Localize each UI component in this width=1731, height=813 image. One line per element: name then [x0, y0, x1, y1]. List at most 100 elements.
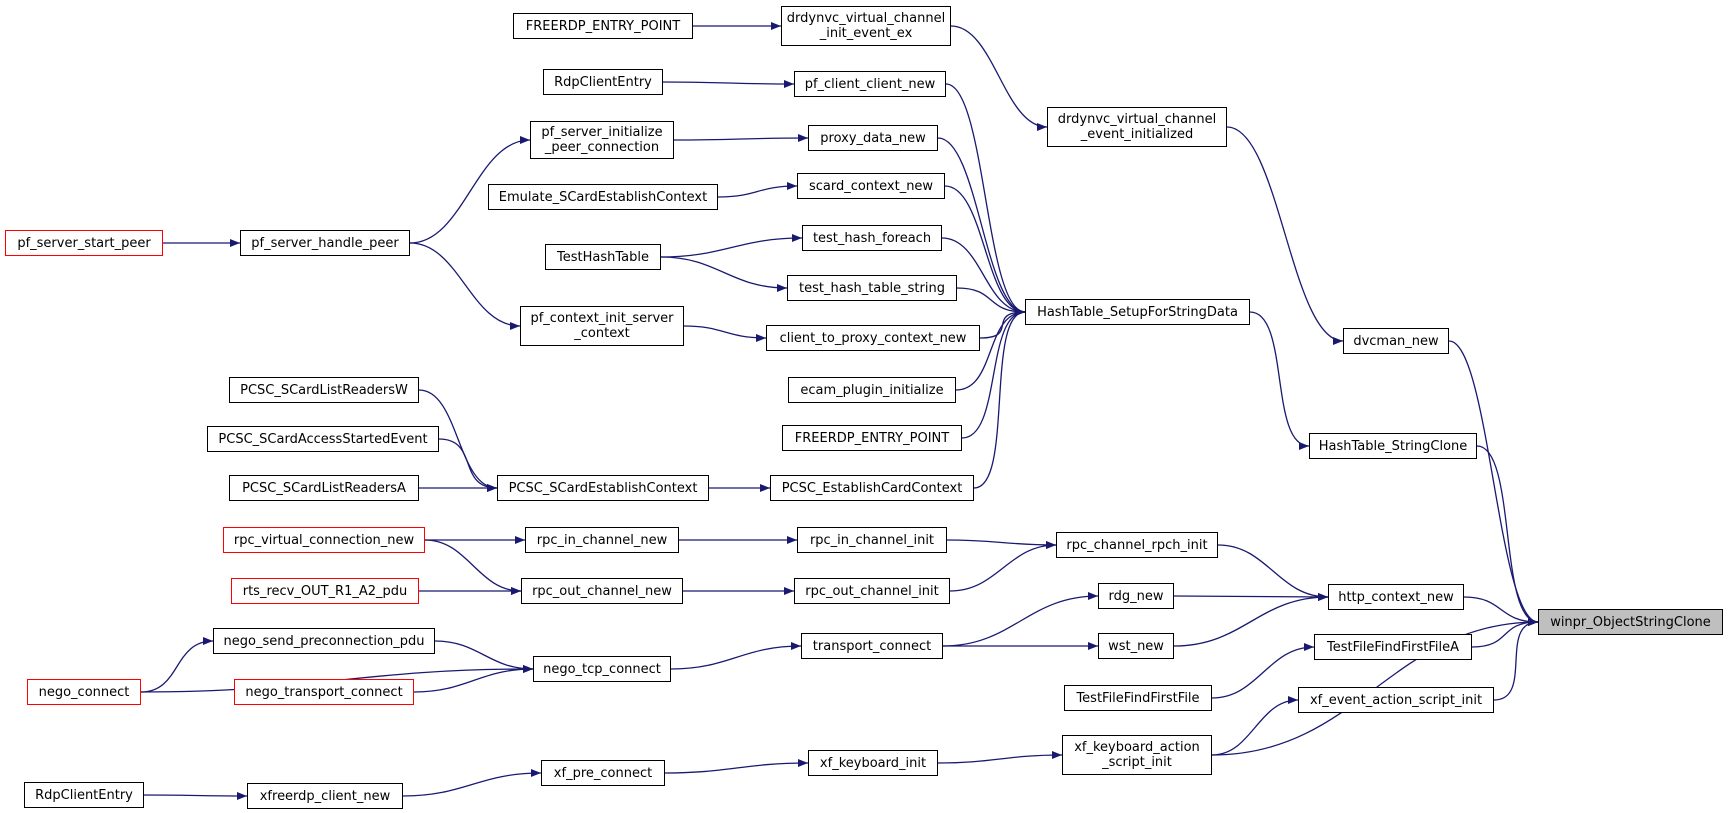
- node-client-to-proxy-context-new[interactable]: client_to_proxy_context_new: [766, 325, 980, 351]
- node-label: dvcman_new: [1353, 333, 1439, 349]
- node-label: winpr_ObjectStringClone: [1550, 614, 1711, 630]
- node-rdg-new[interactable]: rdg_new: [1098, 583, 1174, 609]
- edge-n_rdp2-to-n_xfcn: [143, 791, 248, 800]
- node-rts-recv-out-r1-a2-pdu[interactable]: rts_recv_OUT_R1_A2_pdu: [231, 578, 419, 604]
- node-pf-server-handle-peer[interactable]: pf_server_handle_peer: [240, 230, 410, 256]
- node-label: RdpClientEntry: [554, 74, 652, 90]
- node-label: PCSC_SCardListReadersW: [240, 382, 408, 398]
- node-label: xf_keyboard_action: [1074, 740, 1200, 755]
- edge-n_tc-to-n_rdg: [942, 592, 1099, 647]
- node-nego-tcp-connect[interactable]: nego_tcp_connect: [533, 656, 671, 682]
- node-label: pf_context_init_server: [530, 311, 674, 326]
- node-label: xfreerdp_client_new: [259, 788, 391, 804]
- node-label: rpc_in_channel_init: [809, 532, 935, 548]
- node-label: rpc_channel_rpch_init: [1066, 537, 1208, 553]
- node-rdpcliententry[interactable]: RdpClientEntry: [24, 782, 144, 808]
- edge-n_emu-to-n_scard_cn: [717, 182, 798, 198]
- node-label: HashTable_SetupForStringData: [1037, 304, 1238, 320]
- node-label: _peer_connection: [544, 140, 660, 155]
- edge-n_rpc_ici-to-n_rpc_cri: [946, 539, 1057, 549]
- node-label: test_hash_foreach: [812, 230, 932, 246]
- node-test-hash-table-string[interactable]: test_hash_table_string: [787, 275, 957, 301]
- node-freerdp-entry-point[interactable]: FREERDP_ENTRY_POINT: [513, 13, 693, 39]
- node-label: proxy_data_new: [820, 130, 926, 146]
- node-label: nego_connect: [38, 684, 130, 700]
- edge-n_pcsc_ecc-to-n_htsfsd: [973, 308, 1026, 489]
- node-label: nego_send_preconnection_pdu: [223, 633, 425, 649]
- node-label: _context: [574, 326, 630, 341]
- node-xf-pre-connect[interactable]: xf_pre_connect: [541, 760, 665, 786]
- node-label: HashTable_StringClone: [1318, 438, 1468, 454]
- edge-n_scard_cn-to-n_htsfsd: [944, 185, 1026, 316]
- node-xfreerdp-client-new[interactable]: xfreerdp_client_new: [247, 783, 403, 809]
- node-label: xf_pre_connect: [553, 765, 653, 781]
- node-xf-keyboard-init[interactable]: xf_keyboard_init: [808, 750, 938, 776]
- node-xf-event-action-script-init[interactable]: xf_event_action_script_init: [1298, 687, 1494, 713]
- node-hashtable-stringclone[interactable]: HashTable_StringClone: [1309, 433, 1477, 459]
- node-rpc-in-channel-init[interactable]: rpc_in_channel_init: [797, 527, 947, 553]
- edge-n_nc-to-n_nspp: [140, 637, 214, 693]
- node-pcsc-scardlistreadersa[interactable]: PCSC_SCardListReadersA: [229, 475, 419, 501]
- edge-n_rpc_oci-to-n_rpc_cri: [949, 541, 1057, 592]
- node-label: pf_server_handle_peer: [251, 235, 399, 251]
- node-rpc-in-channel-new[interactable]: rpc_in_channel_new: [525, 527, 679, 553]
- edge-n_nspp-to-n_ntcp: [434, 640, 534, 673]
- node-wst-new[interactable]: wst_new: [1098, 633, 1174, 659]
- edge-n_pcsc_ase-to-n_pcsc_sec: [438, 438, 498, 492]
- node-scard-context-new[interactable]: scard_context_new: [797, 173, 945, 199]
- edge-n_thf-to-n_htsfsd: [941, 237, 1026, 316]
- node-freerdp-entry-point[interactable]: FREERDP_ENTRY_POINT: [782, 425, 962, 451]
- node-drdynvc-virtual-channel-init-event-ex[interactable]: drdynvc_virtual_channel_init_event_ex: [781, 6, 951, 46]
- node-nego-connect[interactable]: nego_connect: [27, 679, 141, 705]
- node-rdpcliententry[interactable]: RdpClientEntry: [543, 69, 663, 95]
- node-pcsc-scardlistreadersw[interactable]: PCSC_SCardListReadersW: [229, 377, 419, 403]
- node-label: xf_keyboard_init: [819, 755, 927, 771]
- edge-n_rdg-to-n_http: [1173, 592, 1329, 601]
- node-label: rts_recv_OUT_R1_A2_pdu: [242, 583, 408, 599]
- node-label: client_to_proxy_context_new: [779, 330, 967, 346]
- node-pf-client-client-new[interactable]: pf_client_client_new: [794, 71, 946, 97]
- node-rpc-out-channel-init[interactable]: rpc_out_channel_init: [794, 578, 950, 604]
- edge-n_drd_evinit-to-n_dvcman: [1226, 126, 1344, 345]
- edge-n_pf_ccn-to-n_htsfsd: [945, 83, 1026, 316]
- node-transport-connect[interactable]: transport_connect: [801, 633, 943, 659]
- edge-n_proxy_dn-to-n_htsfsd: [937, 137, 1026, 316]
- node-label: TestHashTable: [557, 249, 649, 265]
- node-label: TestFileFindFirstFileA: [1327, 639, 1459, 655]
- edge-n_http-to-n_root: [1463, 596, 1539, 626]
- node-label: PCSC_SCardAccessStartedEvent: [218, 431, 428, 447]
- node-testfilefindfirstfile[interactable]: TestFileFindFirstFile: [1064, 685, 1212, 711]
- edge-n_thts-to-n_htsfsd: [956, 287, 1026, 316]
- node-label: PCSC_SCardListReadersA: [242, 480, 406, 496]
- node-pf-context-init-server-context[interactable]: pf_context_init_server_context: [520, 306, 684, 346]
- node-drdynvc-virtual-channel-event-initialized[interactable]: drdynvc_virtual_channel_event_initialize…: [1047, 107, 1227, 147]
- node-label: drdynvc_virtual_channel: [786, 11, 946, 26]
- edge-n_xfki-to-n_xfkasi: [937, 751, 1063, 764]
- node-pf-server-initialize-peer-connection[interactable]: pf_server_initialize_peer_connection: [530, 121, 674, 159]
- node-nego-send-preconnection-pdu[interactable]: nego_send_preconnection_pdu: [213, 628, 435, 654]
- node-proxy-data-new[interactable]: proxy_data_new: [808, 125, 938, 151]
- node-pf-server-start-peer[interactable]: pf_server_start_peer: [5, 230, 163, 256]
- node-emulate-scardestablishcontext[interactable]: Emulate_SCardEstablishContext: [488, 184, 718, 210]
- node-ecam-plugin-initialize[interactable]: ecam_plugin_initialize: [788, 377, 956, 403]
- node-nego-transport-connect[interactable]: nego_transport_connect: [234, 679, 414, 705]
- node-hashtable-setupforstringdata[interactable]: HashTable_SetupForStringData: [1025, 299, 1250, 325]
- node-rpc-channel-rpch-init[interactable]: rpc_channel_rpch_init: [1056, 532, 1218, 558]
- node-dvcman-new[interactable]: dvcman_new: [1343, 328, 1449, 354]
- node-http-context-new[interactable]: http_context_new: [1328, 584, 1464, 610]
- node-pcsc-establishcardcontext[interactable]: PCSC_EstablishCardContext: [770, 475, 974, 501]
- edge-n_htsfsd-to-n_htsc: [1249, 311, 1310, 450]
- edge-n_rpc_cri-to-n_http: [1217, 544, 1329, 601]
- node-rpc-virtual-connection-new[interactable]: rpc_virtual_connection_new: [223, 527, 425, 553]
- node-pcsc-scardaccessstartedevent[interactable]: PCSC_SCardAccessStartedEvent: [207, 426, 439, 452]
- node-pcsc-scardestablishcontext[interactable]: PCSC_SCardEstablishContext: [497, 475, 709, 501]
- node-rpc-out-channel-new[interactable]: rpc_out_channel_new: [521, 578, 683, 604]
- edge-n_rdp1-to-n_pf_ccn: [662, 79, 795, 88]
- node-test-hash-foreach[interactable]: test_hash_foreach: [802, 225, 942, 251]
- node-testhashtable[interactable]: TestHashTable: [545, 244, 661, 270]
- node-label: wst_new: [1108, 638, 1164, 654]
- node-xf-keyboard-action-script-init[interactable]: xf_keyboard_action_script_init: [1062, 735, 1212, 775]
- edge-n_pf_sipc-to-n_proxy_dn: [673, 134, 809, 143]
- node-testfilefindfirstfilea[interactable]: TestFileFindFirstFileA: [1314, 634, 1472, 660]
- node-winpr-objectstringclone: winpr_ObjectStringClone: [1538, 609, 1723, 635]
